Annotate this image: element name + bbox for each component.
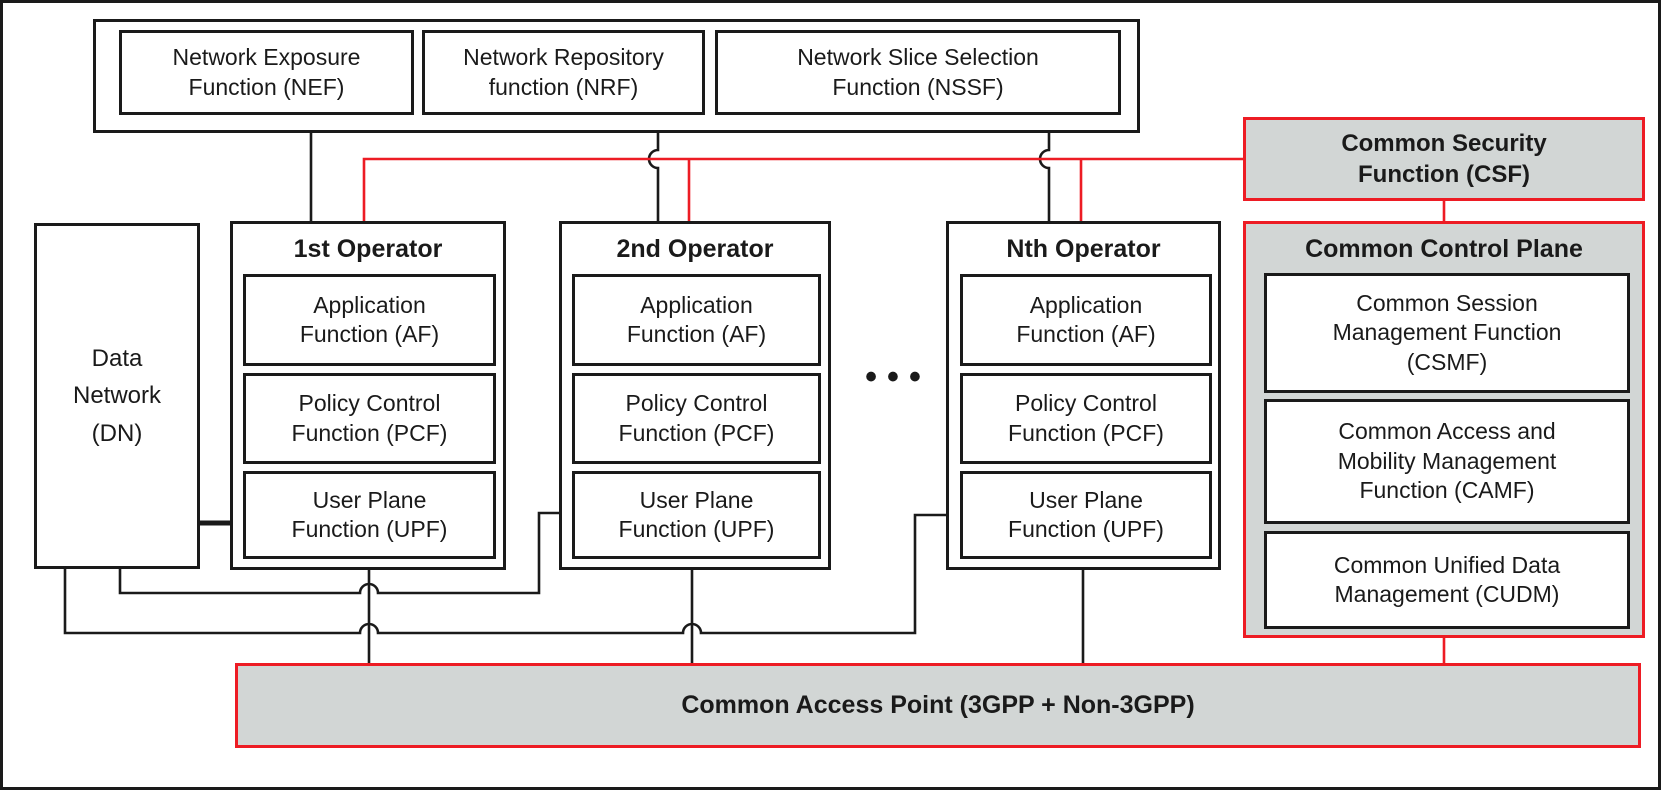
cudm-box: Common Unified Data Management (CUDM) — [1264, 531, 1630, 629]
af-label: Application Function (AF) — [1016, 291, 1156, 347]
pcf-label: Policy Control Function (PCF) — [1008, 390, 1164, 446]
common-access-point-label: Common Access Point (3GPP + Non-3GPP) — [681, 691, 1195, 719]
nef-label: Network Exposure Function (NEF) — [172, 44, 361, 100]
operator-n-box: Nth Operator Application Function (AF) P… — [946, 221, 1221, 570]
nssf-box: Network Slice Selection Function (NSSF) — [715, 30, 1121, 115]
operator-n-upf-box: User Plane Function (UPF) — [960, 471, 1212, 559]
common-control-plane-box: Common Control Plane Common Session Mana… — [1243, 221, 1645, 638]
csf-label: Common Security Function (CSF) — [1341, 129, 1547, 188]
operator-2-upf-box: User Plane Function (UPF) — [572, 471, 821, 559]
wire-topgroup-op2 — [647, 133, 660, 221]
upf-label: User Plane Function (UPF) — [618, 486, 775, 542]
operator-1-box: 1st Operator Application Function (AF) P… — [230, 221, 506, 570]
operator-1-upf-box: User Plane Function (UPF) — [243, 471, 496, 559]
operator-2-af-box: Application Function (AF) — [572, 274, 821, 366]
operator-2-title: 2nd Operator — [616, 234, 774, 263]
nef-box: Network Exposure Function (NEF) — [119, 30, 414, 115]
operator-1-af-box: Application Function (AF) — [243, 274, 496, 366]
ellipsis-dots: ••• — [865, 357, 931, 396]
af-label: Application Function (AF) — [299, 291, 440, 347]
operator-n-title: Nth Operator — [1006, 234, 1161, 263]
nrf-label: Network Repository function (NRF) — [463, 44, 664, 100]
cudm-label: Common Unified Data Management (CUDM) — [1333, 551, 1561, 607]
operator-2-box: 2nd Operator Application Function (AF) P… — [559, 221, 831, 570]
csmf-box: Common Session Management Function (CSMF… — [1264, 273, 1630, 393]
pcf-label: Policy Control Function (PCF) — [618, 390, 775, 446]
upf-label: User Plane Function (UPF) — [1008, 486, 1164, 542]
data-network-box: Data Network (DN) — [34, 223, 200, 569]
upf-label: User Plane Function (UPF) — [291, 486, 448, 542]
operator-n-af-box: Application Function (AF) — [960, 274, 1212, 366]
csf-box: Common Security Function (CSF) — [1243, 117, 1645, 201]
wire-red-trunk — [362, 157, 1243, 221]
common-access-point-box: Common Access Point (3GPP + Non-3GPP) — [235, 663, 1641, 748]
common-control-plane-title: Common Control Plane — [1305, 234, 1583, 263]
data-network-label: Data Network (DN) — [72, 345, 162, 447]
operator-1-pcf-box: Policy Control Function (PCF) — [243, 373, 496, 464]
nssf-label: Network Slice Selection Function (NSSF) — [797, 44, 1039, 100]
pcf-label: Policy Control Function (PCF) — [291, 390, 448, 446]
camf-box: Common Access and Mobility Management Fu… — [1264, 399, 1630, 524]
more-operators-ellipsis: ••• — [833, 356, 953, 398]
nrf-box: Network Repository function (NRF) — [422, 30, 705, 115]
operator-1-title: 1st Operator — [293, 234, 443, 263]
af-label: Application Function (AF) — [626, 291, 767, 347]
operator-n-pcf-box: Policy Control Function (PCF) — [960, 373, 1212, 464]
camf-label: Common Access and Mobility Management Fu… — [1337, 418, 1557, 504]
operator-2-pcf-box: Policy Control Function (PCF) — [572, 373, 821, 464]
wire-topgroup-opN — [1038, 133, 1051, 221]
csmf-label: Common Session Management Function (CSMF… — [1332, 289, 1562, 375]
